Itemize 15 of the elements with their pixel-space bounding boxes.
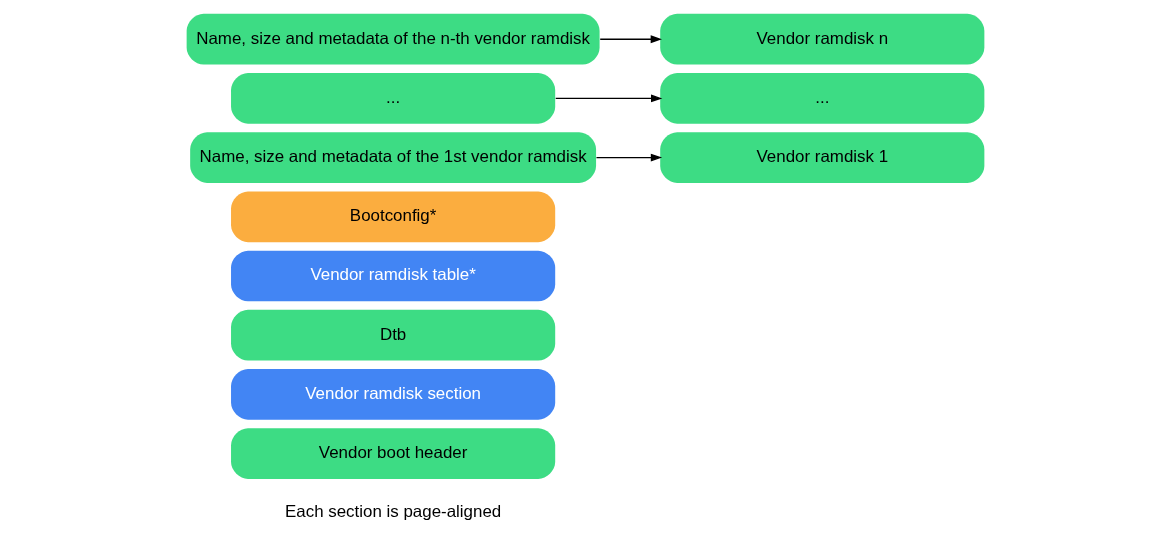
node-box: Vendor boot header — [230, 428, 555, 479]
node-box: ... — [230, 73, 555, 124]
node-box: ... — [659, 73, 984, 124]
node-box: Vendor ramdisk section — [230, 369, 555, 420]
node-box: Vendor ramdisk 1 — [659, 132, 984, 183]
label: Each section is page-aligned — [284, 502, 501, 522]
node-box: Bootconfig* — [230, 191, 555, 243]
arrow — [599, 35, 662, 44]
node-box: Name, size and metadata of the 1st vendor ramdisk — [189, 132, 596, 183]
node-box: Vendor ramdisk n — [659, 13, 984, 65]
node-box: Vendor ramdisk table* — [230, 250, 555, 302]
arrow — [595, 153, 662, 162]
node-box: Dtb — [230, 309, 555, 361]
arrow — [554, 94, 662, 103]
node-box: Name, size and metadata of the n-th vendor ramdisk — [186, 13, 600, 65]
